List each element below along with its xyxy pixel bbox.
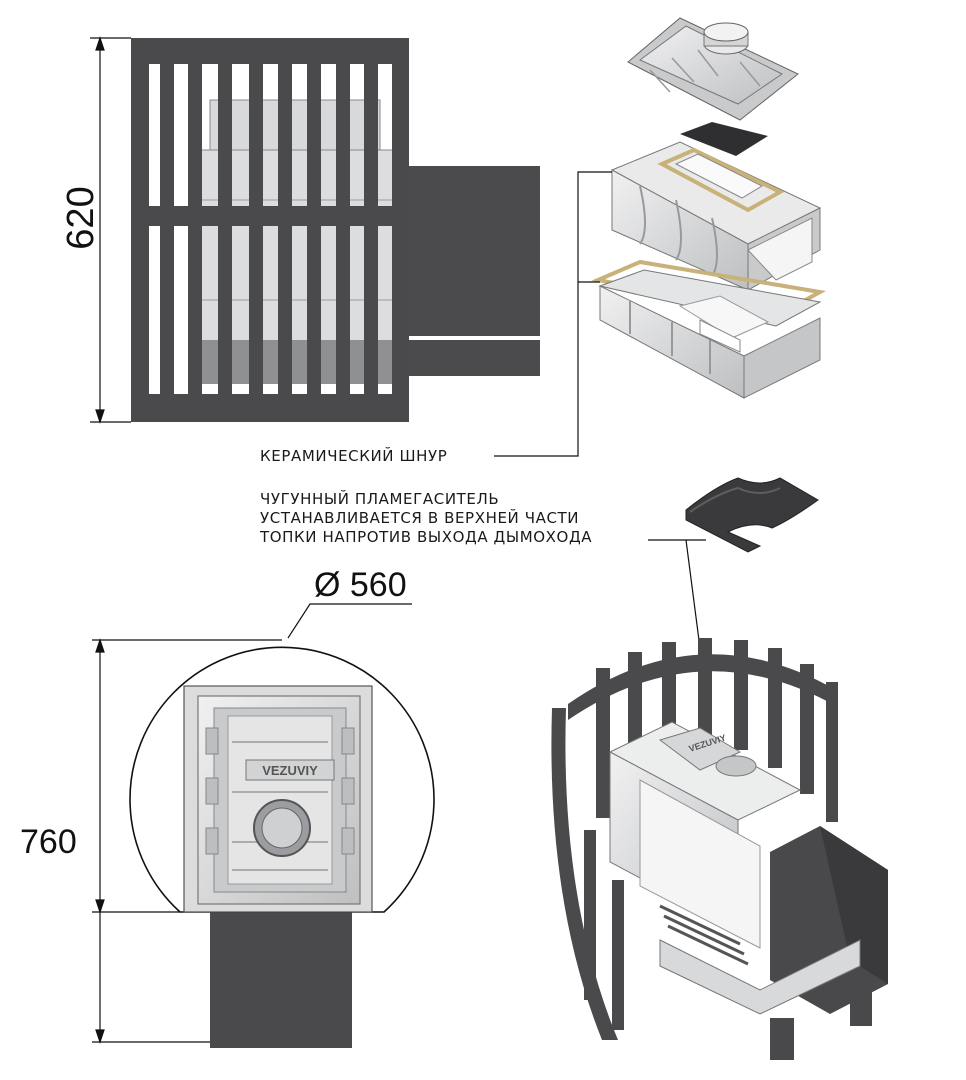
flame-arrester-label-line-1: ЧУГУННЫЙ ПЛАМЕГАСИТЕЛЬ bbox=[260, 490, 500, 508]
grid-circle bbox=[129, 646, 435, 913]
flame-arrester-label-line-3: ТОПКИ НАПРОТИВ ВЫХОДА ДЫМОХОДА bbox=[260, 528, 593, 546]
front-grid bbox=[551, 708, 624, 1040]
assembled-view: VEZUVIY bbox=[551, 638, 888, 1060]
ceramic-cord-leader bbox=[494, 171, 612, 457]
chimney-bottom-plate bbox=[408, 340, 540, 376]
dimension-label-760: 760 bbox=[20, 823, 77, 861]
upper-section bbox=[610, 141, 822, 291]
top-view: VEZUVIY bbox=[92, 603, 435, 1048]
small-plate bbox=[680, 122, 768, 156]
dimension-height-bottom bbox=[92, 638, 282, 1044]
top-lid bbox=[627, 17, 799, 121]
dimension-height-top bbox=[90, 36, 131, 424]
top-ring bbox=[131, 38, 409, 64]
flame-arrester-label-line-2: УСТАНАВЛИВАЕТСЯ В ВЕРХНЕЙ ЧАСТИ bbox=[260, 509, 580, 527]
dimension-label-620: 620 bbox=[60, 186, 102, 250]
diameter-leader bbox=[287, 603, 412, 639]
chimney-box bbox=[408, 166, 540, 336]
grate bbox=[659, 904, 749, 966]
exploded-view bbox=[494, 17, 827, 457]
bottom-ring bbox=[131, 394, 409, 422]
dimension-label-diameter: Ø 560 bbox=[314, 566, 407, 604]
flame-arrester-part bbox=[685, 477, 819, 553]
grid-bars bbox=[131, 38, 409, 422]
ceramic-cord-label: КЕРАМИЧЕСКИЙ ШНУР bbox=[260, 447, 448, 465]
lower-section bbox=[598, 269, 822, 399]
side-view bbox=[90, 36, 540, 424]
chimney-pipe bbox=[210, 908, 352, 1048]
brand-logo: VEZUVIY bbox=[262, 763, 318, 778]
